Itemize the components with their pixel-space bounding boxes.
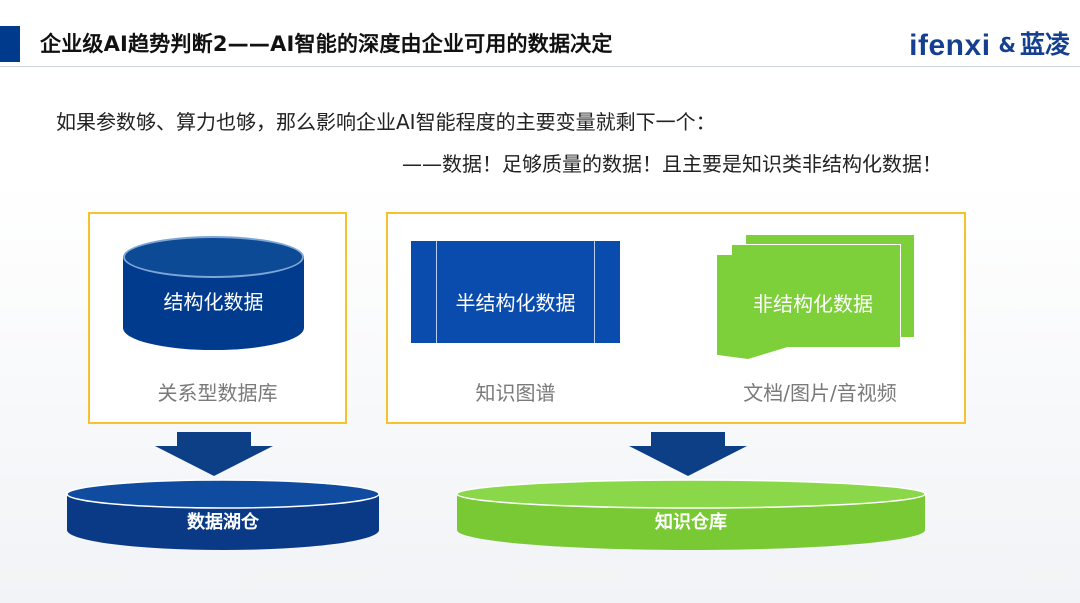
unstructured-data-label: 非结构化数据 xyxy=(753,292,873,316)
semi-structured-label: 半结构化数据 xyxy=(455,291,576,315)
semi-block-divider-left xyxy=(436,241,437,343)
knowledge-graph-caption: 知识图谱 xyxy=(475,381,556,405)
logo-ifenxi: ifenxi xyxy=(909,29,991,62)
page-title: 企业级AI趋势判断2——AI智能的深度由企业可用的数据决定 xyxy=(40,32,613,56)
semi-structured-block xyxy=(411,241,620,343)
knowledge-warehouse-label: 知识仓库 xyxy=(655,512,727,533)
relational-db-caption: 关系型数据库 xyxy=(157,381,278,405)
down-arrow-right-icon xyxy=(629,432,747,476)
logo-ampersand: & xyxy=(998,33,1016,57)
intro-line-2: ——数据！足够质量的数据！且主要是知识类非结构化数据！ xyxy=(402,152,942,176)
header-divider xyxy=(0,66,1080,67)
data-lake-disk xyxy=(66,479,380,550)
database-cylinder-top xyxy=(123,236,304,278)
intro-line-1: 如果参数够、算力也够，那么影响企业AI智能程度的主要变量就剩下一个： xyxy=(56,110,716,134)
logo-lanling: 蓝凌 xyxy=(1019,30,1070,59)
media-caption: 文档/图片/音视频 xyxy=(743,381,897,405)
structured-data-label: 结构化数据 xyxy=(163,290,264,314)
semi-block-divider-right xyxy=(594,241,595,343)
header-accent-bar xyxy=(0,26,20,62)
down-arrow-left-icon xyxy=(155,432,273,476)
knowledge-warehouse-disk xyxy=(456,479,926,550)
data-lake-label: 数据湖仓 xyxy=(187,512,259,533)
brand-logo: ifenxi&蓝凌 xyxy=(909,27,1070,63)
